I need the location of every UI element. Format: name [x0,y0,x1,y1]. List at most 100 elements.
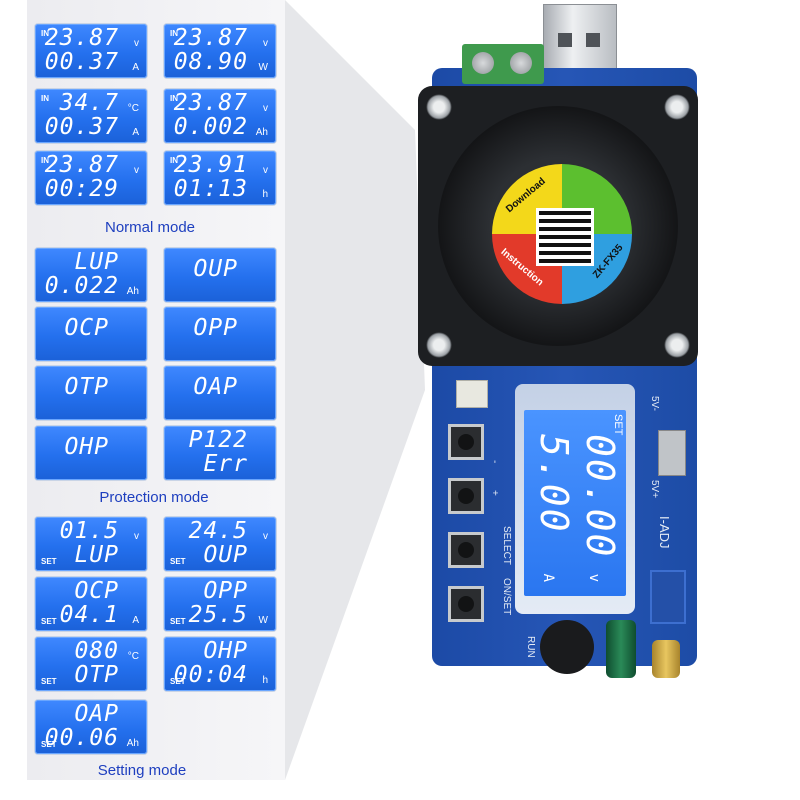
lcd-line-1: OTP [64,374,109,400]
projection-wedge [285,0,425,780]
lcd-tag: SET [41,740,57,749]
lcd-line-1: OCP [64,315,109,341]
device-set-label: SET [612,414,624,436]
lcd-screen: OUP [164,248,276,302]
lcd-unit-2: Ah [126,286,139,297]
lcd-line-2: 01:13 [173,176,248,202]
lcd-screen: OCP [35,307,147,361]
lcd-unit-2: A [132,615,139,626]
silk-minus: - [489,460,500,464]
button-select[interactable] [448,532,484,568]
silk-run: RUN [525,636,536,658]
lcd-unit-1: v [134,531,139,542]
button-plus[interactable] [448,424,484,460]
lcd-line-2: 00:04 [173,662,248,688]
lcd-tag: IN [41,156,49,165]
lcd-unit-1: v [134,38,139,49]
lcd-line-2: LUP [74,542,119,568]
lcd-line-1: P122 [188,427,248,453]
screw-terminal [462,44,544,84]
lcd-line-2: 00.06 [44,725,119,751]
lcd-tag: IN [170,29,178,38]
lcd-unit-1: v [263,38,268,49]
micro-usb-port [658,430,686,476]
lcd-screen: OAP [164,366,276,420]
device-current-reading: 5.00 [532,434,576,534]
silk-select: SELECT [501,526,512,565]
lcd-tag: SET [170,617,186,626]
lcd-line-2: 00.37 [44,49,119,75]
device-voltage-unit: v [586,573,602,582]
lcd-line-1: OHP [203,638,248,664]
silk-onset: ON/SET [501,578,512,616]
lcd-unit-1: v [263,103,268,114]
device-display: SET 00.00 v 5.00 A [515,384,635,614]
adjust-knob[interactable] [652,640,680,678]
silk-plus: + [489,490,500,496]
lcd-tag: IN [41,94,49,103]
lcd-unit-1: v [263,165,268,176]
fan-hub-sticker: Download Instruction ZK-FX35 [492,164,632,304]
lcd-line-1: OAP [193,374,238,400]
lcd-unit-1: v [134,165,139,176]
lcd-unit-2: h [262,189,268,200]
lcd-line-2: 0.022 [44,273,119,299]
lcd-line-1: OCP [74,578,119,604]
setting-mode-label: Setting mode [97,762,187,779]
lcd-line-2: OUP [203,542,248,568]
lcd-line-1: OAP [74,701,119,727]
lcd-screen: OPP [164,307,276,361]
lcd-line-1: 080 [74,638,119,664]
current-adjust-pot[interactable] [650,570,686,624]
lcd-line-2: OTP [74,662,119,688]
lcd-unit-2: Ah [126,738,139,749]
silk-5v-plus: 5V+ [649,480,660,499]
lcd-line-2: 00.37 [44,114,119,140]
lcd-line-2: 25.5 [188,602,248,628]
lcd-line-1: OHP [64,434,109,460]
lcd-line-1: 01.5 [59,518,119,544]
lcd-unit-1: v [263,531,268,542]
lcd-line-1: 23.87 [44,152,119,178]
capacitor [606,620,636,678]
lcd-line-2: 0.002 [173,114,248,140]
lcd-unit-2: h [262,675,268,686]
device-voltage-reading: 00.00 [578,434,622,559]
lcd-line-1: OUP [193,256,238,282]
lcd-line-1: OPP [203,578,248,604]
lcd-tag: IN [170,156,178,165]
lcd-line-1: 23.87 [173,25,248,51]
button-minus[interactable] [448,478,484,514]
lcd-unit-2: W [258,62,268,73]
protection-mode-label: Protection mode [99,489,209,506]
lcd-tag: SET [41,617,57,626]
lcd-screen: OTP [35,366,147,420]
silk-iadj: I-ADJ [657,516,672,549]
button-on-set[interactable] [448,586,484,622]
lcd-unit-2: Ah [255,127,268,138]
lcd-screen: OHP [35,426,147,480]
lcd-tag: SET [41,557,57,566]
lcd-line-1: 23.87 [44,25,119,51]
lcd-tag: IN [170,94,178,103]
lcd-line-2: 04.1 [59,602,119,628]
lcd-tag: SET [41,677,57,686]
lcd-unit-2: A [132,127,139,138]
cooling-fan: Download Instruction ZK-FX35 [418,86,698,366]
lcd-unit-2: A [132,62,139,73]
qr-code [536,208,594,266]
lcd-line-2: Err [203,451,248,477]
